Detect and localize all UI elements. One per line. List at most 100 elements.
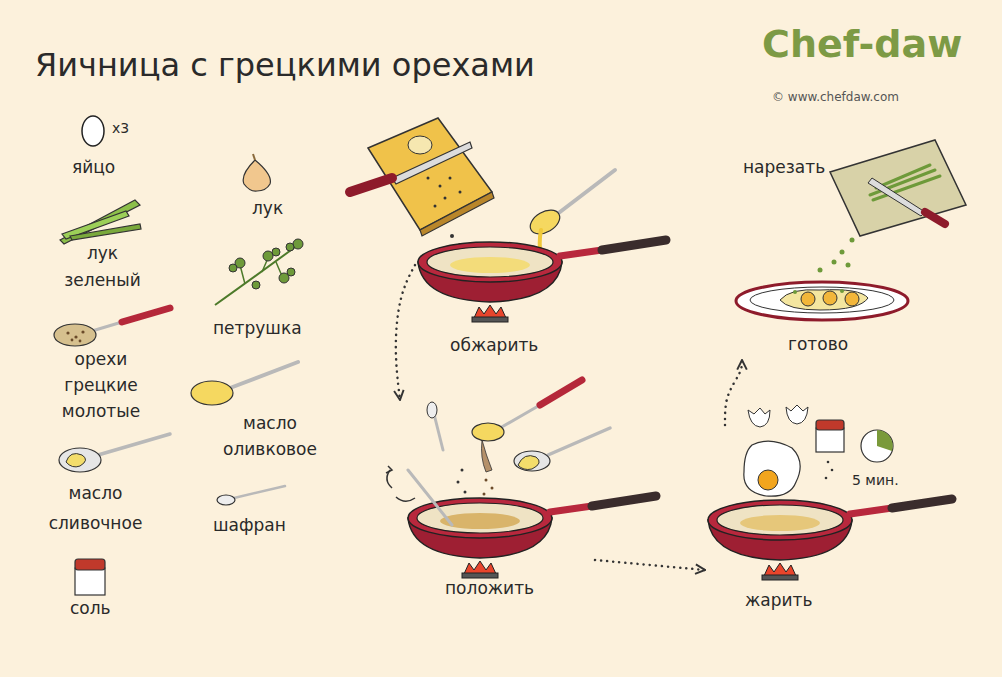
nut-spoon-icon [54,308,170,346]
frying-pan [474,305,506,318]
step-label: готово [788,334,848,354]
adding-spoons [483,493,486,496]
chopping-board [870,165,940,200]
parsley-icon [287,268,295,276]
salt-shaker [816,428,844,452]
step-box: положить [380,400,595,605]
salt-shaker-icon [75,559,105,570]
step-box: обжарить [415,225,675,360]
butter-spoon-icon [59,448,101,472]
nut-spoon-icon [79,340,82,343]
frying-pan [762,575,798,580]
chopping-board [846,263,851,268]
frying-pan [717,505,843,535]
nut-spoon-icon [74,335,77,338]
egg-shells [748,405,808,427]
pouring-spoon [556,170,615,215]
chopping-board [840,250,845,255]
green-onion-icon [70,224,141,240]
timer [861,430,893,462]
adding-spoons [457,481,460,484]
frying-pan [708,499,952,580]
fried-egg [744,441,800,496]
adding-spoons [427,402,437,418]
plate [793,290,797,294]
parsley-icon [240,258,282,284]
frying-pan [472,317,508,322]
parsley-icon [252,281,260,289]
ingredient-name: соль [70,598,111,618]
olive-oil-spoon-icon [191,362,298,405]
step-note: нарезать [743,157,825,177]
flow-arrow [595,560,705,570]
parsley-icon [293,239,303,249]
chopping-board [818,140,967,273]
frying-pan [450,257,530,273]
salt-shaker [827,461,830,464]
plate [823,291,837,305]
adding-spoons [500,405,540,428]
recipe-title: Яичница с грецкими орехами [35,46,535,84]
chopping-board [850,238,855,243]
onion-icon [243,154,270,191]
step-label: положить [445,578,534,598]
butter-spoon-icon [59,434,170,472]
butter-spoon-icon [98,434,170,455]
flow-arrow [725,360,742,425]
cutting-board [350,178,392,192]
butter-spoon-icon [66,454,86,467]
nut-spoon-icon [66,331,69,334]
brand-logo: Chef-daw [762,22,962,68]
cutting-board [427,177,430,180]
frying-pan [418,240,666,322]
adding-spoons [482,440,493,472]
frying-pan [592,496,656,506]
chopping-board [832,260,837,265]
adding-spoons [461,469,464,472]
green-onion-icon [60,200,140,244]
olive-oil-spoon-icon [230,362,298,388]
cutting-board [368,118,492,230]
onion-icon [253,154,255,160]
frying-pan [560,250,602,256]
plate [736,282,908,320]
ingredient-name: шафран [213,515,286,535]
egg-icon [82,116,104,146]
salt-shaker [831,469,834,472]
saffron-spoon-icon [234,486,285,498]
plate [840,289,844,293]
step-label: жарить [745,590,813,610]
parsley-icon [215,239,303,305]
salt-shaker-icon [75,559,105,595]
salt-shaker-icon [75,568,105,595]
adding-spoons [514,451,550,471]
salt-shaker [816,420,844,479]
parsley-icon [215,245,298,305]
frying-pan [740,515,820,531]
adding-spoons [491,487,494,490]
timer [877,430,893,451]
parsley-icon [286,243,294,251]
adding-spoons [472,423,504,441]
salt-shaker [825,477,828,480]
adding-spoons [485,479,488,482]
parsley-icon [272,248,280,256]
ingredient-name: масло оливковое [210,410,330,462]
frying-pan [408,498,552,538]
frying-pan [602,240,666,250]
olive-oil-spoon-icon [191,381,233,405]
frying-pan [850,508,892,514]
ingredient-name: яйцо [72,157,115,177]
cutting-board [350,118,494,252]
frying-pan [408,496,656,578]
fried-egg [758,470,778,490]
pouring-spoon [526,205,564,238]
cutting-board [449,177,452,180]
frying-pan [892,499,952,508]
adding-spoons [540,380,582,405]
copyright-note: © www.chefdaw.com [772,90,899,104]
adding-spoons [548,428,610,455]
cutting-board [450,234,454,238]
ingredient-name: петрушка [213,318,302,338]
